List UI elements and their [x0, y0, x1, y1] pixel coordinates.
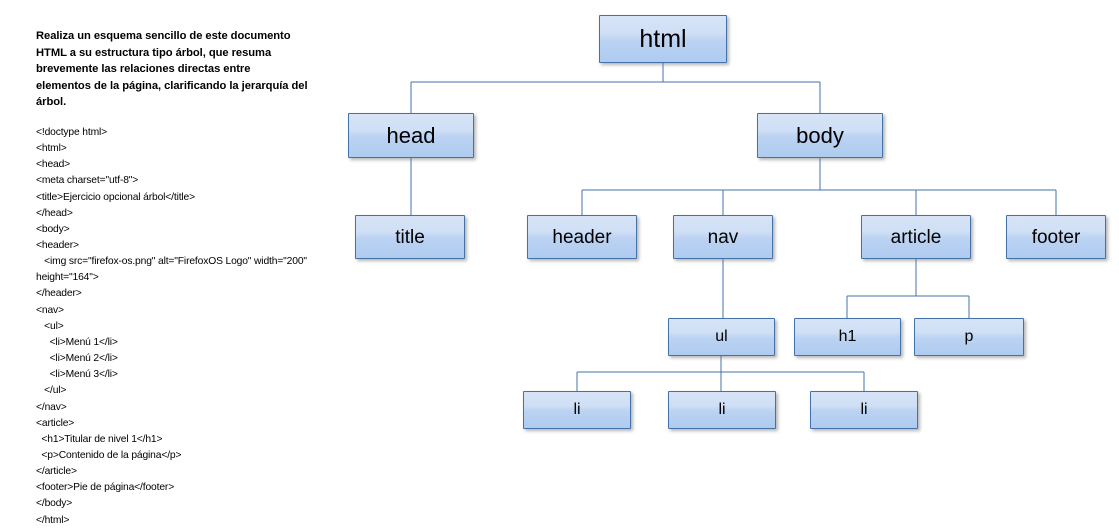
tree-node-footer-label: footer — [1031, 226, 1081, 248]
tree-node-nav-label: nav — [707, 226, 739, 248]
tree-node-ul-label: ul — [715, 328, 728, 345]
tree-node-header[interactable]: header — [527, 215, 637, 259]
tree-node-html-label: html — [639, 24, 687, 53]
tree-node-h1[interactable]: h1 — [794, 318, 901, 356]
tree-node-li-2[interactable]: li — [668, 391, 776, 429]
tree-node-li-1[interactable]: li — [523, 391, 631, 429]
tree-node-body[interactable]: body — [757, 113, 883, 158]
tree-node-body-label: body — [796, 122, 844, 148]
tree-node-article[interactable]: article — [861, 215, 971, 259]
tree-node-li-3-label: li — [860, 401, 868, 418]
tree-node-article-label: article — [890, 226, 942, 248]
tree-node-html[interactable]: html — [599, 15, 727, 63]
left-text-panel: Realiza un esquema sencillo de este docu… — [36, 28, 308, 529]
tree-node-title[interactable]: title — [355, 215, 465, 259]
tree-node-title-label: title — [395, 226, 425, 248]
tree-node-footer[interactable]: footer — [1006, 215, 1106, 259]
tree-node-head[interactable]: head — [348, 113, 474, 158]
tree-node-p[interactable]: p — [914, 318, 1024, 356]
tree-node-header-label: header — [552, 226, 612, 248]
assignment-prompt: Realiza un esquema sencillo de este docu… — [36, 30, 308, 109]
tree-node-li-3[interactable]: li — [810, 391, 918, 429]
tree-node-head-label: head — [386, 122, 436, 148]
tree-node-p-label: p — [964, 328, 974, 345]
tree-node-nav[interactable]: nav — [673, 215, 773, 259]
html-structure-tree-diagram: html head body title header nav article … — [348, 15, 1106, 429]
tree-node-li-2-label: li — [718, 401, 726, 418]
tree-node-h1-label: h1 — [838, 328, 857, 345]
tree-node-li-1-label: li — [573, 401, 581, 418]
tree-node-ul[interactable]: ul — [668, 318, 775, 356]
